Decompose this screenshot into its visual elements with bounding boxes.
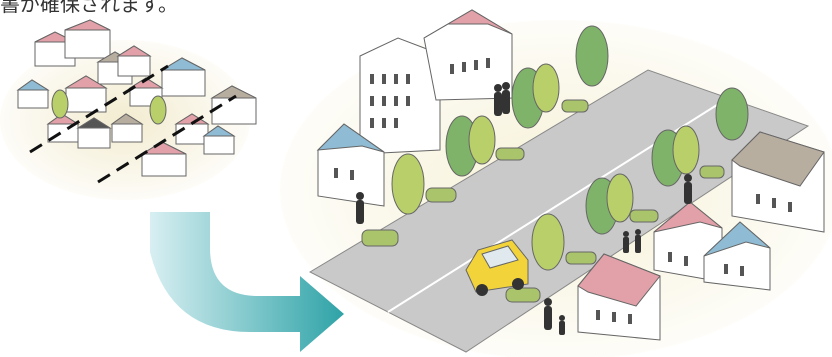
before-town-cluster [0,20,256,200]
after-town-scene [280,10,832,357]
small-house [65,20,110,58]
